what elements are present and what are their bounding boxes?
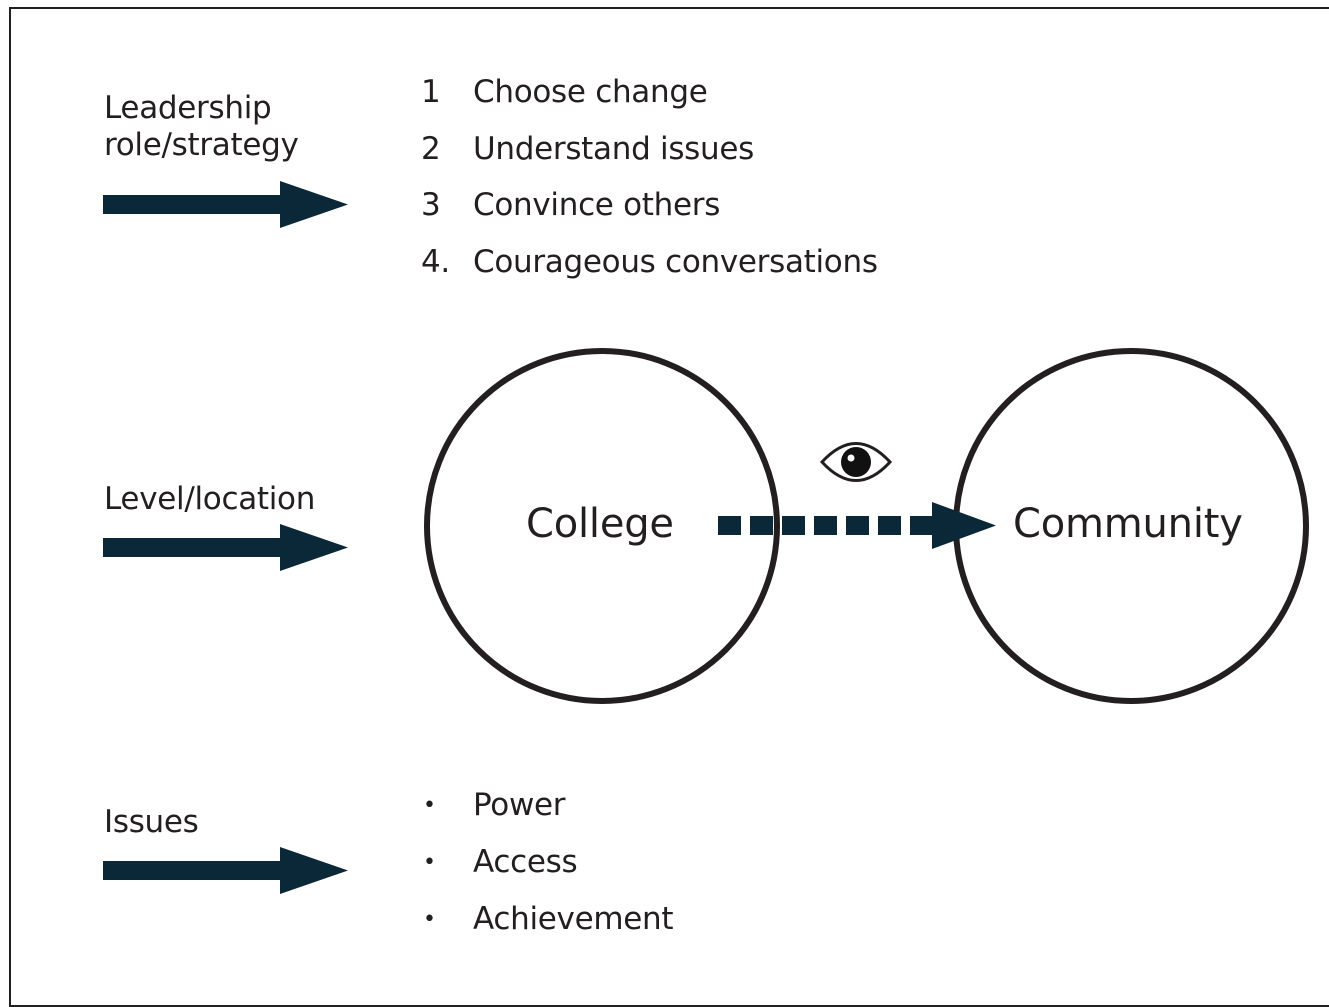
- step-text: Understand issues: [473, 131, 754, 167]
- college-to-community-arrow: [718, 502, 996, 549]
- issue-text: Power: [473, 787, 566, 823]
- community-label: Community: [1013, 501, 1243, 547]
- step-text: Convince others: [473, 187, 721, 223]
- eye-icon: [819, 442, 893, 482]
- step-number: 1: [421, 74, 441, 110]
- step-number: 4.: [421, 244, 450, 280]
- leadership-label: Leadership role/strategy: [104, 90, 299, 163]
- issue-text: Access: [473, 844, 578, 880]
- issues-arrow: [103, 847, 348, 894]
- level-label: Level/location: [104, 481, 316, 517]
- step-text: Choose change: [473, 74, 708, 110]
- bullet: •: [423, 850, 436, 875]
- bullet: •: [423, 907, 436, 932]
- leadership-arrow: [103, 181, 348, 228]
- step-number: 3: [421, 187, 441, 223]
- level-arrow: [103, 524, 348, 571]
- step-number: 2: [421, 131, 441, 167]
- issue-text: Achievement: [473, 901, 674, 937]
- issues-label: Issues: [104, 804, 199, 840]
- college-label: College: [526, 501, 674, 547]
- step-text: Courageous conversations: [473, 244, 878, 280]
- bullet: •: [423, 793, 436, 818]
- college-circle: [424, 348, 780, 704]
